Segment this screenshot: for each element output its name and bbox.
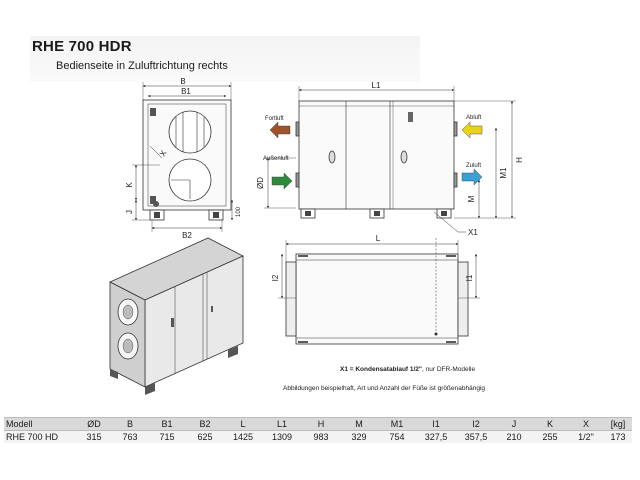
specs-header-cell: L [224, 417, 262, 431]
specs-cell: 754 [378, 430, 416, 443]
plan-housing [295, 253, 459, 345]
specs-header-cell: B2 [186, 417, 224, 431]
specs-cell: 763 [112, 430, 148, 443]
specs-header-cell: L1 [262, 417, 302, 431]
title-block [30, 36, 420, 82]
specs-cell: 329 [340, 430, 378, 443]
dim-h: H [515, 157, 524, 163]
label-fortluft: Fortluft [265, 116, 284, 122]
specs-cell: 255 [532, 430, 568, 443]
dim-x1: X1 [468, 228, 478, 237]
dim-x: X [158, 148, 169, 158]
specs-header-cell: X [568, 417, 604, 431]
elevation-view [264, 86, 516, 233]
label-aussenluft: Außenluft [263, 156, 289, 162]
dim-i1: I1 [465, 274, 474, 281]
specs-header-cell: ØD [76, 417, 112, 431]
specs-cell: 210 [496, 430, 532, 443]
dim-m: M [467, 195, 476, 202]
isometric-view [109, 237, 244, 395]
specs-header-cell: M1 [378, 417, 416, 431]
note-footer: Abbildungen beispielhaft, Art und Anzahl… [283, 385, 485, 392]
specs-header-cell: [kg] [604, 417, 632, 431]
elevation-housing [298, 100, 455, 210]
dim-l1: L1 [372, 81, 381, 90]
fortluft-arrow [269, 121, 291, 139]
plan-duct-left [285, 261, 297, 337]
specs-cell: 173 [604, 430, 632, 443]
plan-view [278, 238, 480, 345]
dim-b2: B2 [182, 231, 192, 240]
dim-j: J [125, 210, 134, 214]
specs-cell: 715 [148, 430, 186, 443]
label-zuluft: Zuluft [466, 163, 481, 169]
dim-l: L [376, 234, 381, 243]
dim-od: ØD [256, 177, 265, 189]
airflow-arrows [269, 121, 483, 190]
side-view [132, 82, 234, 232]
specs-cell: 1309 [262, 430, 302, 443]
abluft-arrow [461, 121, 483, 139]
specs-header-cell: H [302, 417, 340, 431]
specs-table: Modell ØD B B1 B2 L L1 H M M1 I1 I2 J K … [4, 417, 632, 443]
note-condensate-suffix: , nur DFR-Modelle [422, 366, 476, 373]
specs-header-cell: I2 [456, 417, 496, 431]
dim-b: B [180, 77, 185, 86]
specs-cell: RHE 700 HD [4, 430, 76, 443]
side-view-inner-frame [147, 103, 227, 207]
specs-cell: 315 [76, 430, 112, 443]
specs-cell: 327,5 [416, 430, 456, 443]
aussenluft-arrow [271, 172, 293, 190]
specs-cell: 983 [302, 430, 340, 443]
dim-i2: I2 [271, 274, 280, 281]
specs-cell: 625 [186, 430, 224, 443]
specs-header-cell: B [112, 417, 148, 431]
dim-m1: M1 [499, 167, 508, 179]
specs-cell: 1/2" [568, 430, 604, 443]
specs-cell: 1425 [224, 430, 262, 443]
page-title: RHE 700 HDR [32, 38, 132, 55]
label-abluft: Abluft [466, 115, 482, 121]
zuluft-arrow [461, 168, 483, 186]
specs-header-cell: J [496, 417, 532, 431]
dim-100: 100 [236, 206, 242, 217]
dim-b1: B1 [181, 87, 191, 96]
specs-header-row: Modell ØD B B1 B2 L L1 H M M1 I1 I2 J K … [4, 417, 632, 431]
duct-opening-top [168, 110, 212, 154]
specs-header-cell: Modell [4, 417, 76, 431]
page-subtitle: Bedienseite in Zuluftrichtung rechts [56, 60, 228, 72]
specs-header-cell: K [532, 417, 568, 431]
specs-header-cell: B1 [148, 417, 186, 431]
specs-header-cell: I1 [416, 417, 456, 431]
dim-k: K [125, 182, 134, 188]
note-condensate: X1 = Kondensatablauf 1/2", nur DFR-Model… [340, 366, 475, 373]
table-row: RHE 700 HD 315 763 715 625 1425 1309 983… [4, 430, 632, 443]
specs-header-cell: M [340, 417, 378, 431]
note-condensate-label: X1 = Kondensatablauf 1/2" [340, 366, 423, 373]
specs-cell: 357,5 [456, 430, 496, 443]
plan-duct-right [457, 261, 469, 337]
